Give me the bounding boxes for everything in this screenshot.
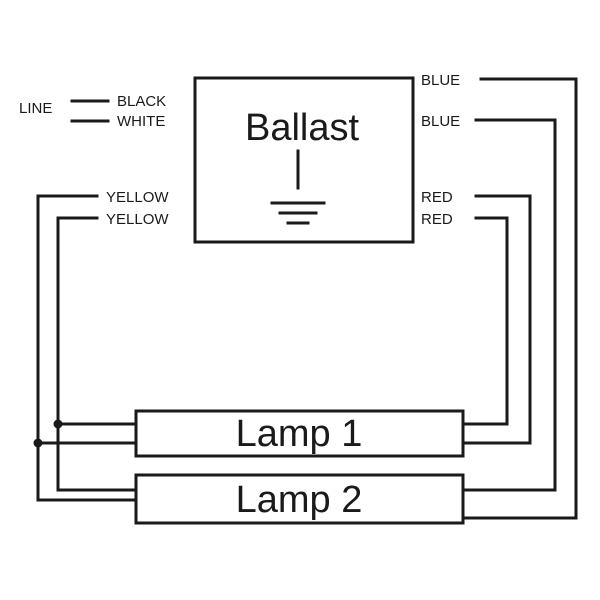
red-wire-label-1: RED <box>421 189 453 206</box>
junction-dot-1 <box>33 438 43 448</box>
blue-wire-2 <box>461 118 557 492</box>
blue-wire-label-1: BLUE <box>421 72 460 89</box>
lamp-2-label: Lamp 2 <box>236 479 363 521</box>
red-wire-1 <box>461 194 532 445</box>
yellow-wire-label-1: YELLOW <box>106 189 169 206</box>
yellow-wire-label-2: YELLOW <box>106 211 169 228</box>
line-label: LINE <box>19 100 52 117</box>
lamp-1-label: Lamp 1 <box>236 413 363 455</box>
white-wire-label: WHITE <box>117 113 165 130</box>
lamp-2-tube <box>134 473 465 525</box>
yellow-wire-1 <box>36 194 138 502</box>
red-wire-2 <box>461 216 509 426</box>
ballast-title: Ballast <box>245 107 359 149</box>
lamp-1-tube <box>134 409 465 458</box>
blue-wire-1 <box>461 77 578 520</box>
red-wire-label-2: RED <box>421 211 453 228</box>
blue-wire-label-2: BLUE <box>421 113 460 130</box>
junction-dot-2 <box>53 419 63 429</box>
yellow-wire-2 <box>56 216 138 492</box>
black-wire-label: BLACK <box>117 93 166 110</box>
ballast-box <box>193 76 415 244</box>
ground-icon <box>270 149 326 225</box>
